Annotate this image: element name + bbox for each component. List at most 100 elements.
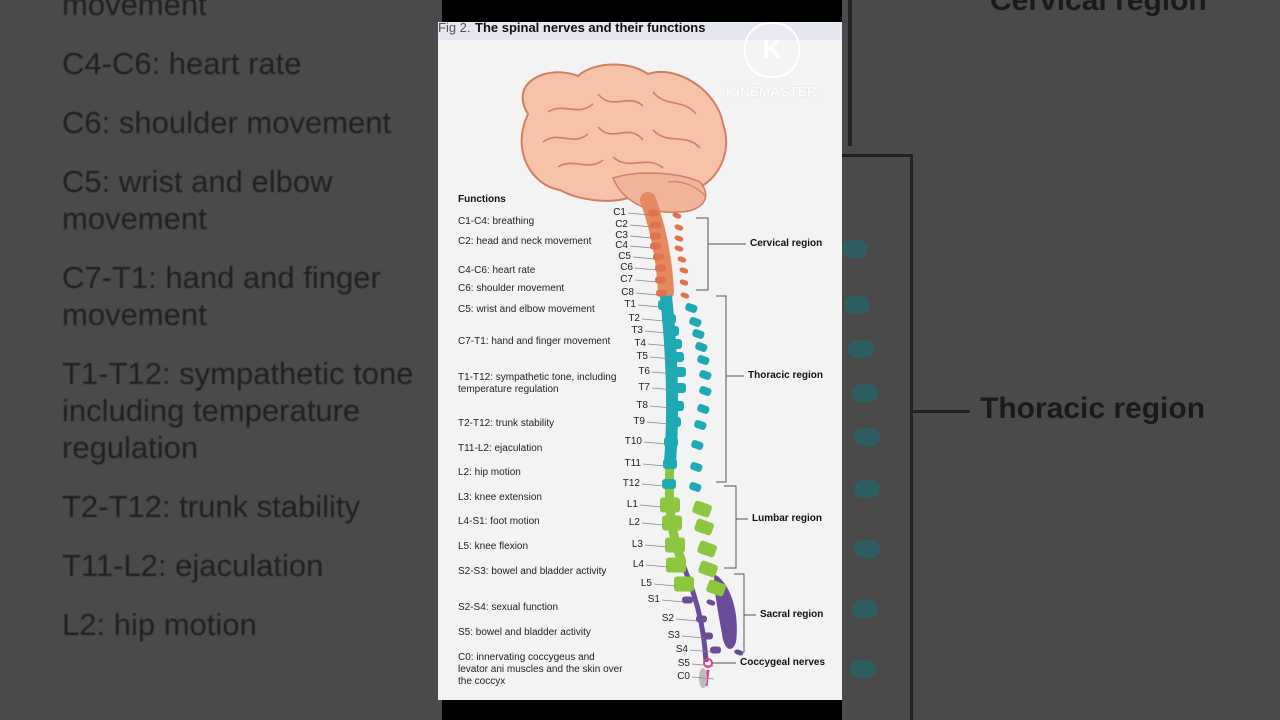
nerve-line-c6 xyxy=(634,267,658,271)
nerve-line-t11 xyxy=(642,463,666,467)
region-label-thoracic: Thoracic region xyxy=(748,370,824,381)
vertebra-c2 xyxy=(650,221,661,229)
nerve-line-t5 xyxy=(649,356,673,360)
function-item: T2-T12: trunk stability xyxy=(458,418,555,429)
nerve-line-s2 xyxy=(675,618,699,622)
segment-label-c6: C6 xyxy=(620,262,633,273)
vertebra-s2 xyxy=(696,615,707,623)
segment-label-s2: S2 xyxy=(661,613,674,624)
brain-illustration xyxy=(520,63,728,213)
vertebra-c7 xyxy=(655,276,666,284)
nerve-line-c8 xyxy=(635,292,659,296)
vertebra-process-c8 xyxy=(680,292,690,299)
vertebra-process-t3 xyxy=(692,329,705,339)
function-item: T1-T12: sympathetic tone, including temp… xyxy=(458,372,617,395)
nerve-line-l5 xyxy=(653,583,677,587)
nerve-lines xyxy=(627,212,715,680)
segment-label-c4: C4 xyxy=(615,240,628,251)
vertebra-process-s3 xyxy=(726,635,736,642)
vertebra-process-t10 xyxy=(691,440,704,450)
spine-illustration xyxy=(520,63,756,688)
vertebra-process-t9 xyxy=(694,420,707,430)
nerve-line-l3 xyxy=(644,544,668,548)
segment-label-l4: L4 xyxy=(632,559,644,570)
segment-label-c3: C3 xyxy=(615,230,628,241)
nerve-line-c2 xyxy=(629,224,653,228)
background-region-labels: Cervical region Thoracic region xyxy=(842,0,1280,720)
figure-number: Fig 2. xyxy=(438,22,471,35)
nerve-line-s3 xyxy=(681,635,705,639)
vertebra-process-s2 xyxy=(720,618,730,625)
vertebra-process-c1 xyxy=(672,212,682,219)
vertebra-c5 xyxy=(653,253,664,261)
vertebra-t1 xyxy=(658,300,672,310)
region-label-cervical: Cervical region xyxy=(750,238,823,249)
letterbox-top xyxy=(442,0,842,22)
function-item: S5: bowel and bladder activity xyxy=(458,627,591,638)
function-item: C1-C4: breathing xyxy=(458,216,535,227)
segment-label-c2: C2 xyxy=(615,219,628,230)
nerve-line-c1 xyxy=(627,212,651,216)
bg-line: C4-C6: heart rate xyxy=(62,46,302,81)
segment-label-c5: C5 xyxy=(618,251,631,262)
function-item: S2-S3: bowel and bladder activity xyxy=(458,566,607,577)
vertebra-s4 xyxy=(710,646,721,654)
nerve-line-c7 xyxy=(634,279,658,283)
vertebra-t10 xyxy=(664,437,678,447)
segment-label-t8: T8 xyxy=(636,400,648,411)
vertebra-process-t8 xyxy=(697,404,710,414)
region-label-lumbar: Lumbar region xyxy=(752,513,823,524)
segment-label-t4: T4 xyxy=(634,338,646,349)
nerve-line-t10 xyxy=(643,441,667,445)
segment-label-c0: C0 xyxy=(677,671,690,682)
vertebra-c4 xyxy=(650,242,661,250)
segment-label-s4: S4 xyxy=(675,644,688,655)
region-label-sacral: Sacral region xyxy=(760,609,824,620)
function-item: C6: shoulder movement xyxy=(458,283,565,294)
bg-region-label: Thoracic region xyxy=(980,392,1206,425)
vertebrae-group xyxy=(648,209,744,656)
vertebra-process-l1 xyxy=(692,500,712,518)
vertebra-c6 xyxy=(655,264,666,272)
nerve-line-t3 xyxy=(644,330,668,334)
vertebra-process-l4 xyxy=(698,560,718,578)
vertebra-process-t12 xyxy=(689,482,702,492)
segment-label-l2: L2 xyxy=(628,517,640,528)
segment-label-s5: S5 xyxy=(677,658,690,669)
segment-label-t1: T1 xyxy=(624,299,636,310)
segment-label-l3: L3 xyxy=(631,539,643,550)
function-item: T11-L2: ejaculation xyxy=(458,443,543,454)
vertebra-t9 xyxy=(667,417,681,427)
segment-label-t3: T3 xyxy=(631,325,643,336)
nerve-line-t8 xyxy=(649,405,673,409)
vertebra-process-t1 xyxy=(685,303,698,313)
vertebra-process-l3 xyxy=(697,540,717,558)
function-item: L2: hip motion xyxy=(458,467,521,478)
vertebra-process-c5 xyxy=(677,256,687,263)
vertebra-process-c3 xyxy=(674,235,684,242)
vertebra-c8 xyxy=(656,289,667,297)
vertebra-process-c2 xyxy=(674,224,684,231)
segment-label-t11: T11 xyxy=(624,458,642,469)
vertebra-process-c7 xyxy=(679,279,689,286)
kinemaster-watermark: KINEMASTER xyxy=(726,84,817,99)
vertebra-l3 xyxy=(665,537,685,553)
bg-line: movement xyxy=(62,0,207,22)
vertebra-s3 xyxy=(702,632,713,640)
vertebra-l2 xyxy=(662,515,682,531)
function-item: C5: wrist and elbow movement xyxy=(458,304,595,315)
function-item: C4-C6: heart rate xyxy=(458,265,536,276)
figure-panel: Fig 2. The spinal nerves and their funct… xyxy=(438,22,842,700)
segment-label-t2: T2 xyxy=(628,313,640,324)
region-label-coccygeal: Coccygeal nerves xyxy=(740,657,826,668)
nerve-line-s4 xyxy=(689,649,713,653)
nerve-line-c5 xyxy=(632,256,656,260)
functions-heading: Functions xyxy=(458,194,506,205)
nerve-line-c3 xyxy=(629,235,653,239)
bg-line: C7-T1: hand and finger movement xyxy=(62,260,381,332)
nerve-line-s1 xyxy=(661,599,685,603)
vertebra-process-l5 xyxy=(706,579,726,597)
function-item: L4-S1: foot motion xyxy=(458,516,540,527)
vertebra-process-t7 xyxy=(699,386,712,396)
segment-label-t10: T10 xyxy=(624,436,642,447)
